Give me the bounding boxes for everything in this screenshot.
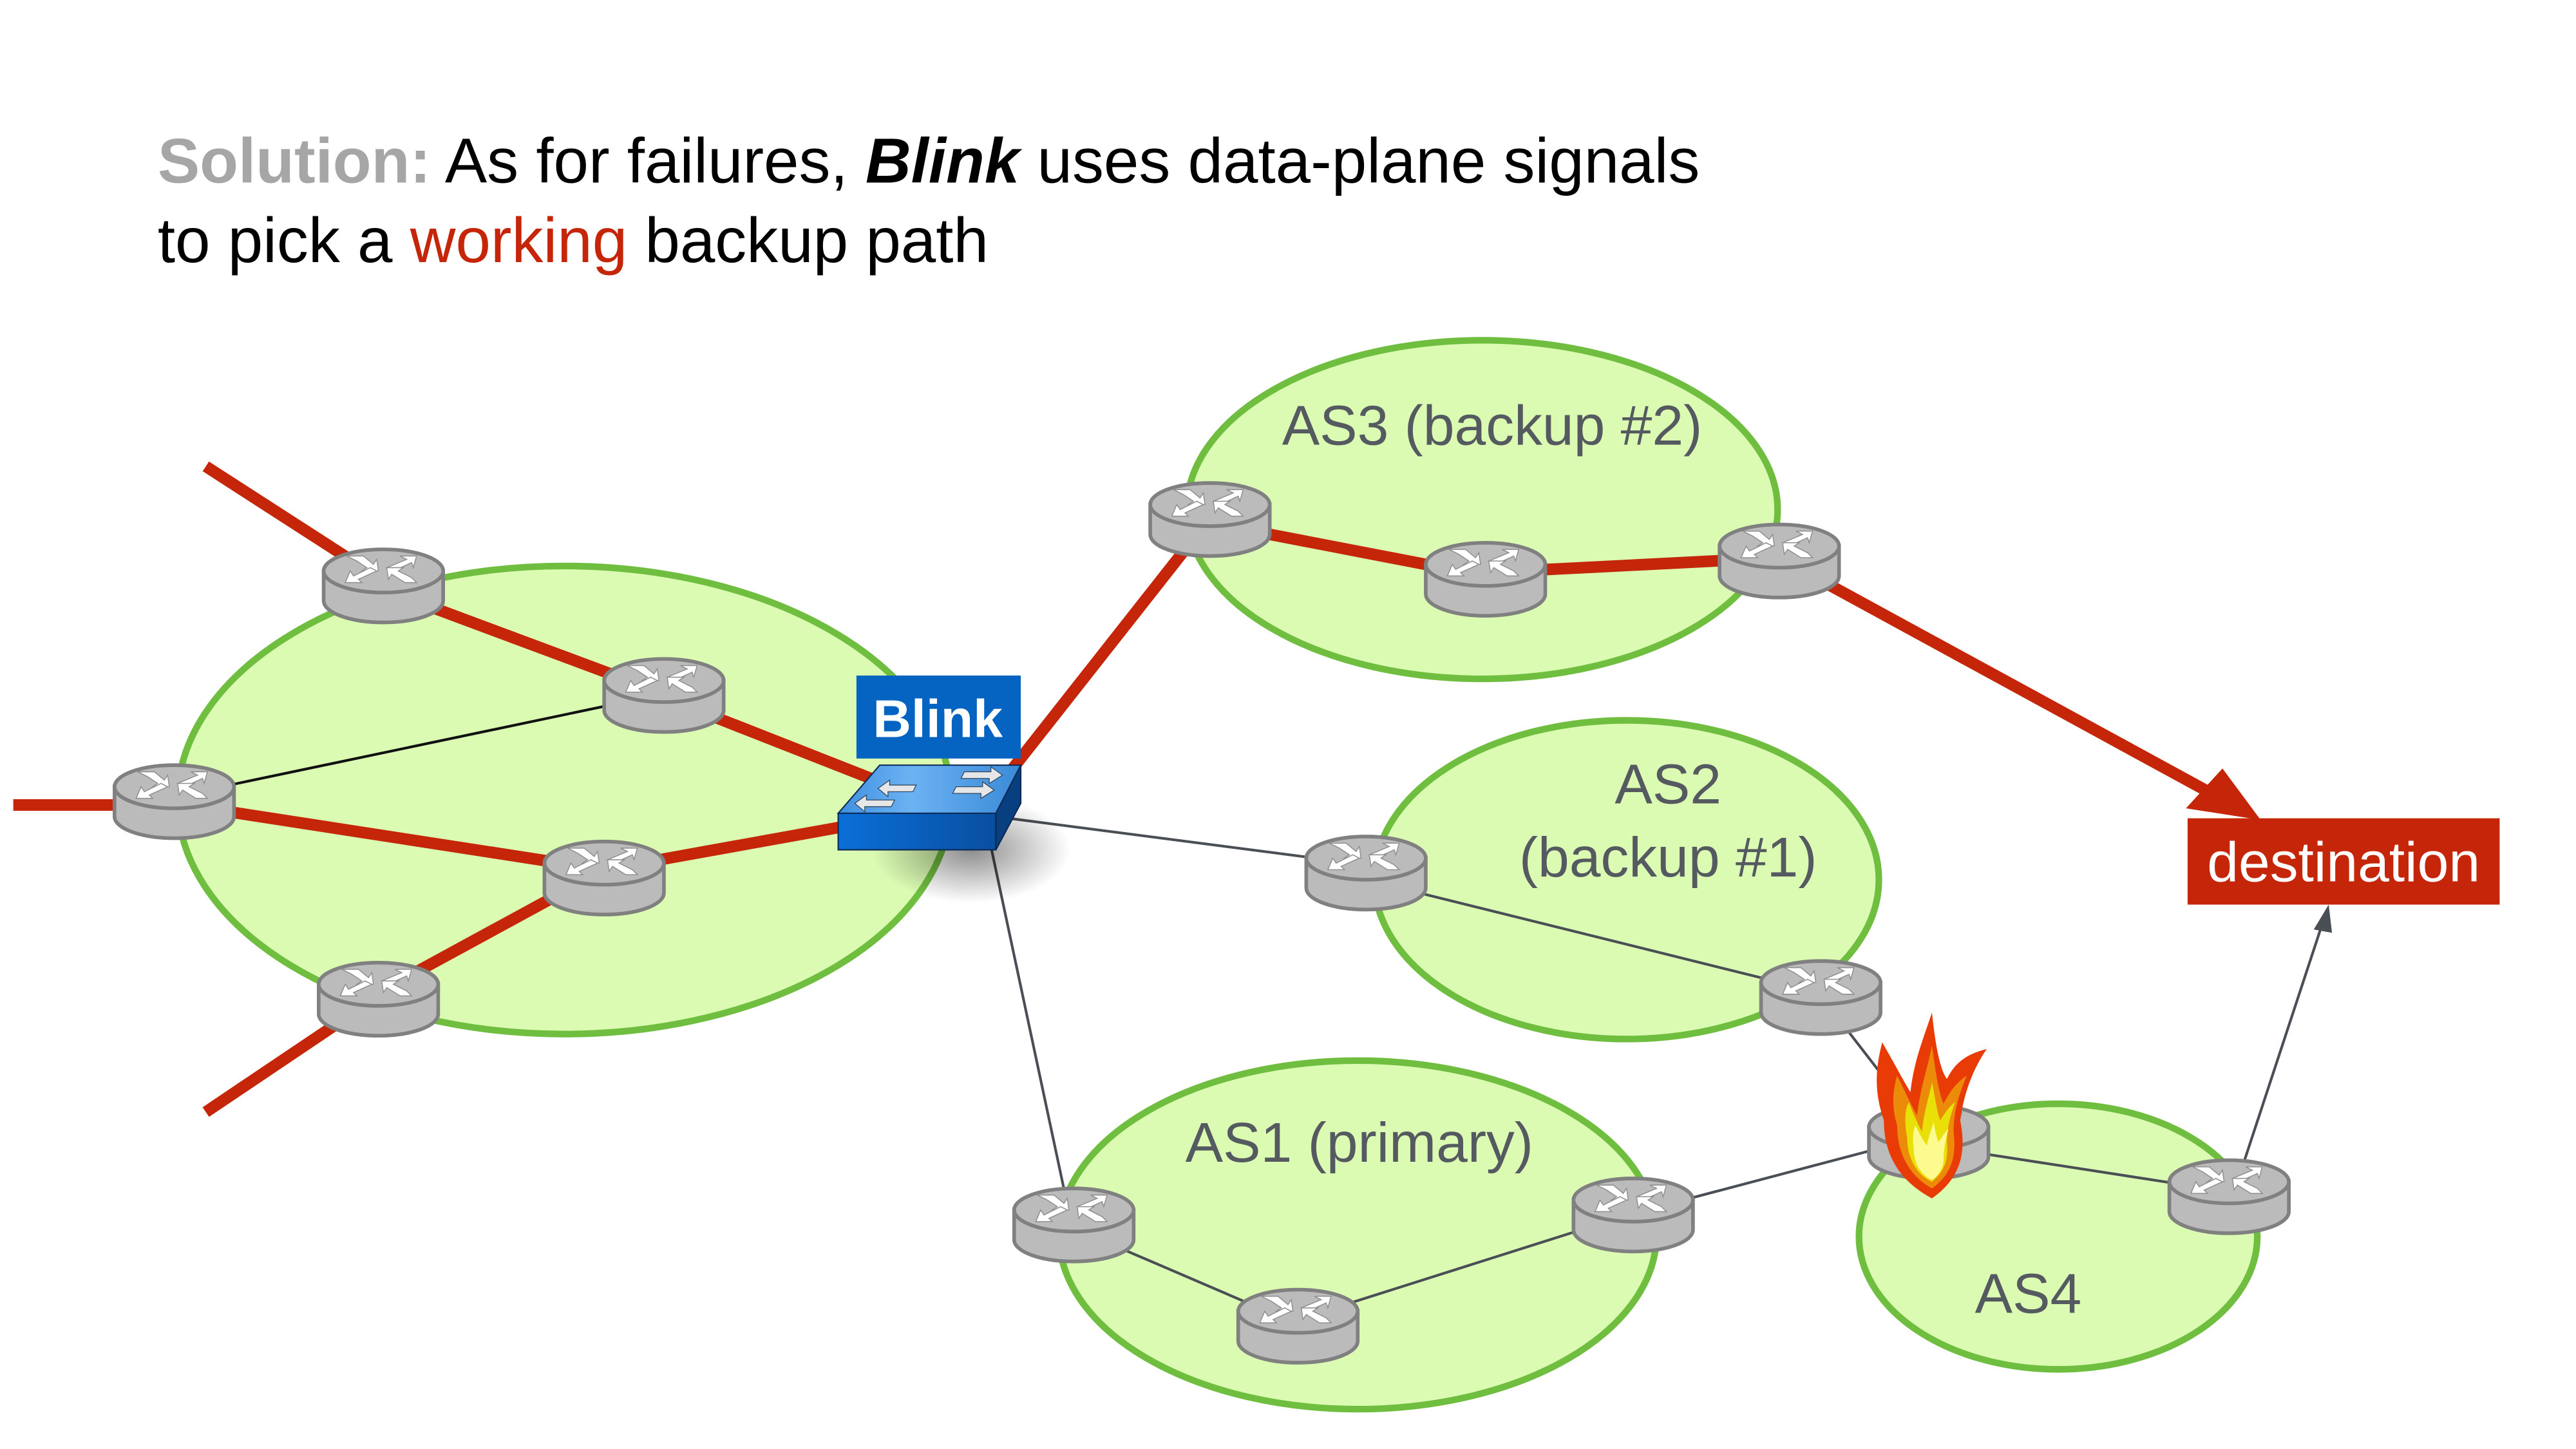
router-icon	[1150, 483, 1270, 556]
blink-label-box	[856, 675, 1021, 759]
link-as2-internal	[1365, 878, 1821, 994]
title-text-3: to pick a	[158, 205, 410, 276]
as-source-region	[174, 562, 954, 1037]
router-icon	[1306, 837, 1426, 909]
as1-label: AS1 (primary)	[1186, 1111, 1533, 1174]
destination-box	[2187, 818, 2500, 905]
link-blink-as1	[989, 846, 1072, 1220]
title-text-2: uses data-plane signals	[1019, 126, 1700, 196]
router-icon	[324, 549, 444, 622]
path-red-3	[173, 797, 605, 876]
destination-label: destination	[2207, 831, 2480, 894]
title-text-1: As for failures,	[431, 126, 866, 196]
as3-region	[1183, 337, 1781, 683]
router-icon	[1426, 543, 1546, 616]
router-icon	[1573, 1179, 1693, 1251]
path-red-as3-destination	[1776, 553, 2221, 802]
router-icon	[604, 659, 724, 732]
arrowhead-destination	[2186, 768, 2261, 820]
router-icon	[1719, 524, 1839, 597]
destination: destination	[2187, 818, 2500, 905]
as2-label-line2: (backup #1)	[1519, 826, 1817, 889]
fire-icon	[1877, 1012, 1987, 1198]
as2-label-line1: AS2	[1615, 752, 1721, 815]
title-line-1: Solution: As for failures, Blink uses da…	[158, 126, 1700, 196]
router-icon	[1761, 961, 1881, 1034]
blink-switch[interactable]: Blink	[837, 675, 1071, 904]
path-red-blink-as3	[1003, 514, 1215, 779]
as4-label: AS4	[1975, 1262, 2082, 1325]
title-emphasis: Blink	[866, 126, 1023, 196]
as3-label: AS3 (backup #2)	[1282, 394, 1703, 457]
router-icon	[1014, 1188, 1134, 1261]
router-icon	[544, 842, 664, 914]
title-line-2: to pick a working backup path	[158, 205, 989, 276]
router-icon	[115, 765, 234, 838]
router-icon	[2170, 1160, 2289, 1233]
arrowhead-as4-destination	[2313, 904, 2333, 933]
link-as4-destination	[2239, 919, 2325, 1173]
title-prefix: Solution:	[158, 126, 431, 196]
router-icon	[1238, 1290, 1358, 1363]
switch-icon	[837, 764, 1022, 851]
router-icon	[319, 963, 439, 1036]
title-highlight: working	[410, 205, 627, 276]
link-internal	[174, 692, 665, 799]
blink-label: Blink	[873, 689, 1003, 748]
title-text-4: backup path	[627, 205, 989, 276]
